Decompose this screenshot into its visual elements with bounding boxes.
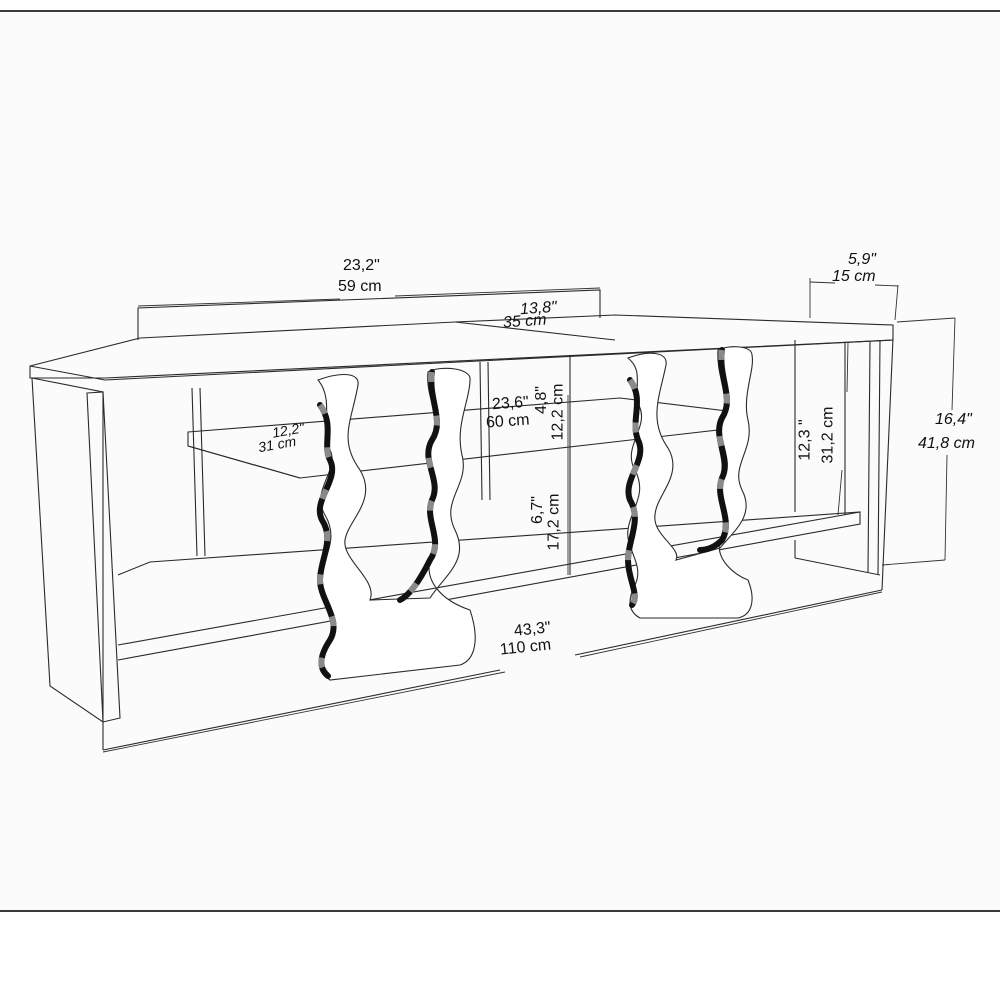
lower-gap-cm: 17,2 cm [545,493,563,551]
total-height-cm: 41,8 cm [918,435,975,452]
upper-gap-cm: 12,2 cm [549,383,567,441]
right-wavy-leg [624,346,754,619]
interior-verticals [191,355,571,575]
left-side-panel [31,377,121,724]
top-surface [29,314,894,381]
base-edge [102,589,883,751]
right-compartment-height-cm: 31,2 cm [819,406,837,464]
total-height-inch: 16,4" [935,411,972,428]
left-wavy-leg [316,367,476,681]
bottom-shelf [117,511,881,661]
back-panel [137,289,601,340]
frame-top-border [0,10,1000,12]
top-depth-cm: 35 cm [502,311,548,332]
top-back-width-inch: 23,2" [343,257,380,274]
tv-stand-drawing [29,278,956,753]
right-compartment-height-inch: 12,3 " [796,419,814,461]
shelf-width-cm: 60 cm [485,411,531,432]
shelf-width-inch: 23,6" [491,393,530,414]
upper-gap-inch: 4,8" [532,386,550,414]
diagram-canvas: 23,2" 59 cm 13,8" 35 cm 5,9" 15 cm 16,4"… [0,12,1000,910]
frame-bottom-border [0,910,1000,912]
right-side-panel [794,337,894,591]
side-depth-inch: 5,9" [848,251,876,268]
top-back-width-cm: 59 cm [338,278,382,295]
lower-gap-inch: 6,7" [528,496,546,524]
side-depth-cm: 15 cm [832,268,876,285]
dimension-lines [102,278,956,753]
